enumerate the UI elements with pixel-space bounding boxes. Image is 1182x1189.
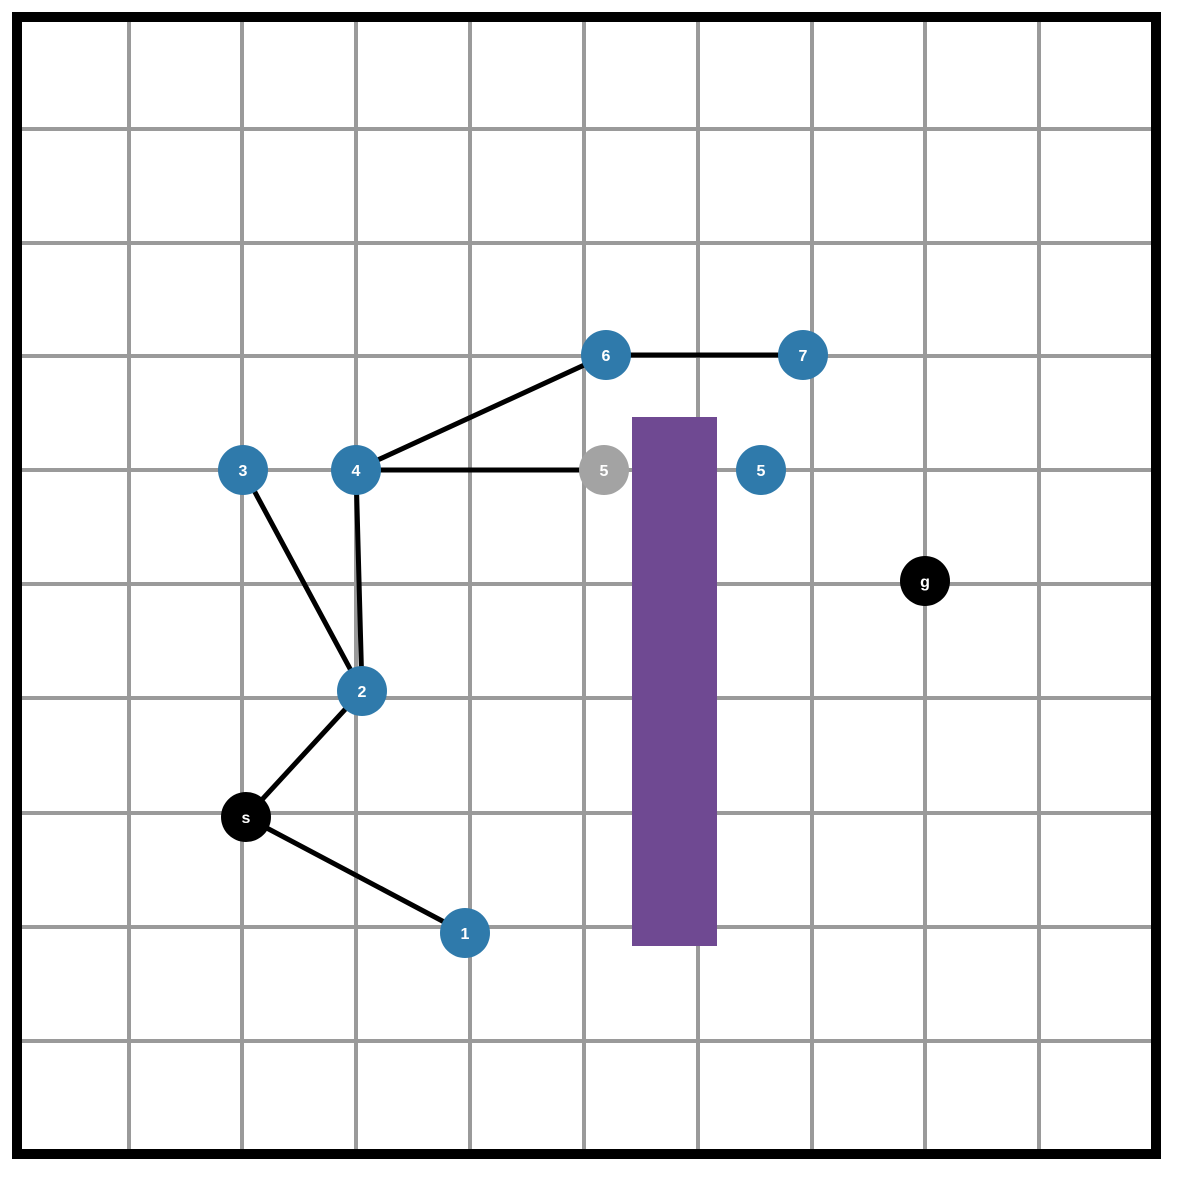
tree-nodes: s g 1 2 3 4 5 5 6 7	[218, 330, 950, 958]
node-n1: 1	[440, 908, 490, 958]
node-circle	[581, 330, 631, 380]
node-n6: 6	[581, 330, 631, 380]
node-start: s	[221, 792, 271, 842]
edge-n2-n4	[353, 467, 365, 694]
node-circle	[579, 445, 629, 495]
node-label: 3	[239, 463, 248, 480]
node-circle	[440, 908, 490, 958]
node-n5: 5	[736, 445, 786, 495]
tree-edges	[240, 352, 806, 936]
node-n7: 7	[778, 330, 828, 380]
edge-n4-n6	[353, 352, 609, 473]
node-label: s	[242, 810, 251, 827]
node-label: g	[920, 574, 930, 591]
edge-start-n1	[243, 814, 468, 936]
edge-n2-n3	[240, 467, 365, 694]
node-circle	[337, 666, 387, 716]
node-n4: 4	[331, 445, 381, 495]
grid	[22, 22, 1151, 1149]
node-circle	[221, 792, 271, 842]
node-label: 6	[602, 348, 611, 365]
node-label: 5	[600, 463, 609, 480]
frame-border	[12, 12, 1161, 1159]
node-circle	[778, 330, 828, 380]
node-label: 5	[757, 463, 766, 480]
edge-start-n2	[243, 688, 365, 820]
node-label: 2	[358, 684, 367, 701]
node-circle	[218, 445, 268, 495]
node-circle	[900, 556, 950, 606]
obstacles	[632, 417, 717, 946]
node-n5-pruned: 5	[579, 445, 629, 495]
node-label: 7	[799, 348, 808, 365]
node-label: 1	[461, 926, 470, 943]
node-circle	[736, 445, 786, 495]
node-goal: g	[900, 556, 950, 606]
node-label: 4	[352, 463, 361, 480]
node-n3: 3	[218, 445, 268, 495]
node-n2: 2	[337, 666, 387, 716]
node-circle	[331, 445, 381, 495]
obstacle-wall-1	[632, 417, 717, 946]
